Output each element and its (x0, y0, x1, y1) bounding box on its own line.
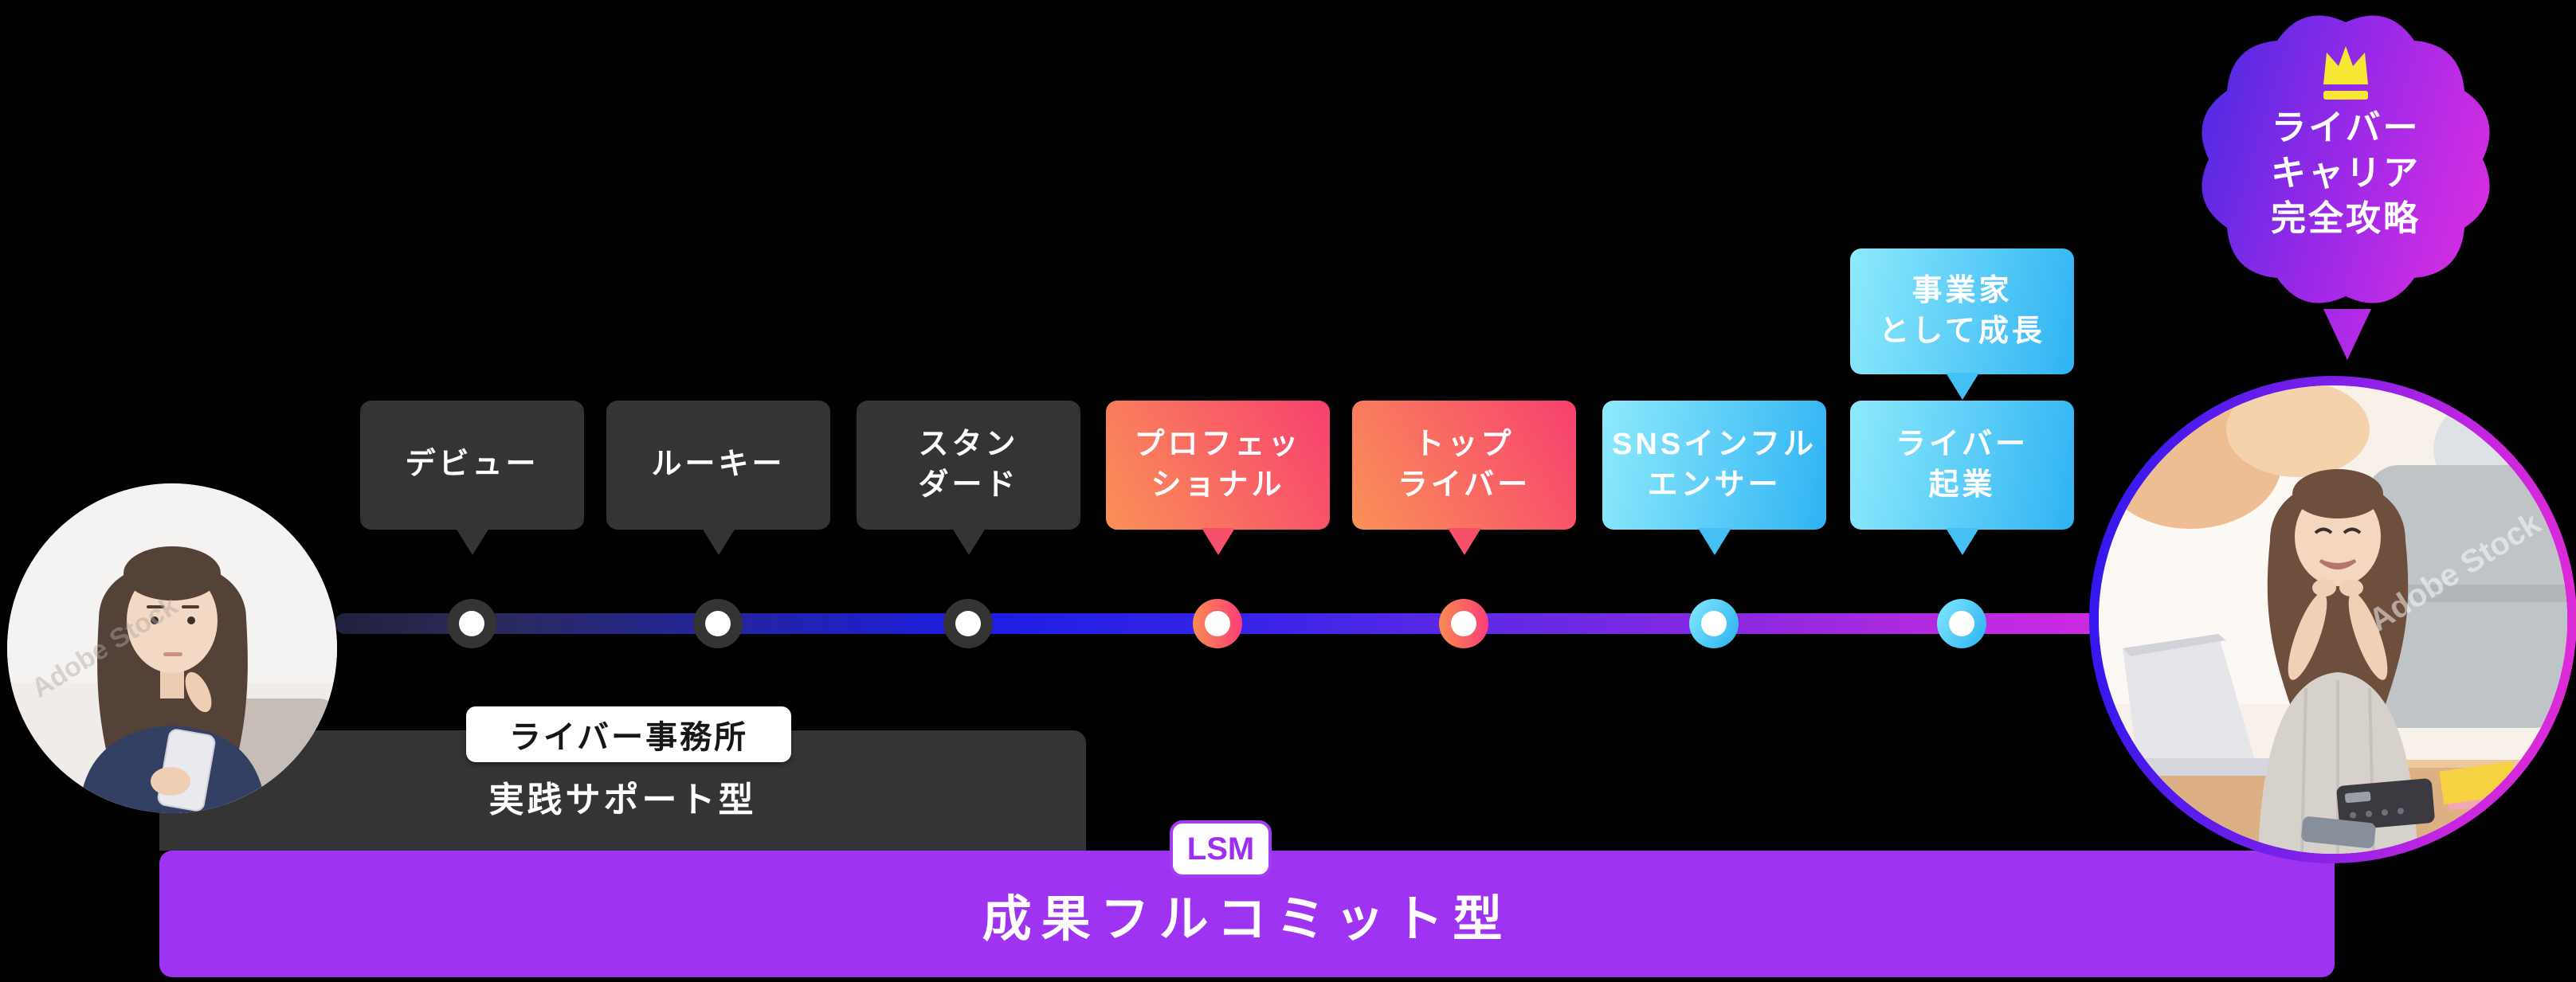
lsm-tag-pill: LSM (1170, 820, 1272, 878)
lsm-commit-label: 成果フルコミット型 (982, 891, 1512, 947)
agency-tag-pill: ライバー事務所 (466, 706, 791, 762)
stage-bubble-professional: プロフェッ ショナル (1106, 401, 1330, 530)
stage-label: デビュー (405, 448, 539, 482)
stage-bubble-top-liver: トップ ライバー (1352, 401, 1576, 530)
badge-pointer (2323, 309, 2371, 360)
crown-icon (2323, 46, 2368, 100)
stage-label: スタン ダード (918, 427, 1019, 502)
badge-title-line: 完全攻略 (2271, 199, 2421, 238)
timeline-dot-rookie (693, 599, 743, 648)
stage-bubble-rookie: ルーキー (606, 401, 830, 530)
badge-title-line: ライバー (2271, 108, 2421, 147)
stage-label: トップ ライバー (1397, 427, 1531, 502)
timeline-dot-professional (1193, 599, 1242, 648)
stage-bubble-sns-influencer: SNSインフル エンサー (1602, 401, 1826, 530)
lsm-commit-bar: 成果フルコミット型 (159, 851, 2335, 977)
timeline-dot-top-liver (1439, 599, 1488, 648)
career-badge (2202, 15, 2490, 360)
stage-bubble-liver-founder: ライバー 起業 (1850, 401, 2074, 530)
stage-label: ライバー 起業 (1895, 427, 2029, 502)
stage-label: SNSインフル エンサー (1612, 427, 1817, 502)
timeline-dot-liver-founder (1937, 599, 1986, 648)
right-photo-ring: Adobe Stock (2089, 376, 2576, 863)
right-photo-illustration: Adobe Stock (2099, 385, 2567, 854)
timeline-dot-standard (943, 599, 993, 648)
timeline-dot-debut (447, 599, 496, 648)
timeline-dot-sns-influencer (1689, 599, 1739, 648)
growth-callout: 事業家 として成長 (1850, 248, 2074, 374)
agency-support-label: 実践サポート型 (488, 781, 757, 820)
left-photo-illustration: Adobe Stock (7, 483, 337, 813)
stage-label: プロフェッ ショナル (1134, 427, 1302, 502)
left-photo-thinking-woman: Adobe Stock (7, 483, 337, 813)
stage-bubble-debut: デビュー (360, 401, 584, 530)
badge-seal-shape (2202, 15, 2490, 303)
stage-bubble-standard: スタン ダード (857, 401, 1080, 530)
right-photo-smiling-woman: Adobe Stock (2099, 385, 2567, 854)
growth-callout-label: 事業家 として成長 (1879, 273, 2045, 348)
stage-label: ルーキー (651, 448, 786, 482)
badge-title-line: キャリア (2271, 154, 2421, 193)
badge-title: ライバー キャリア 完全攻略 (2186, 105, 2505, 241)
